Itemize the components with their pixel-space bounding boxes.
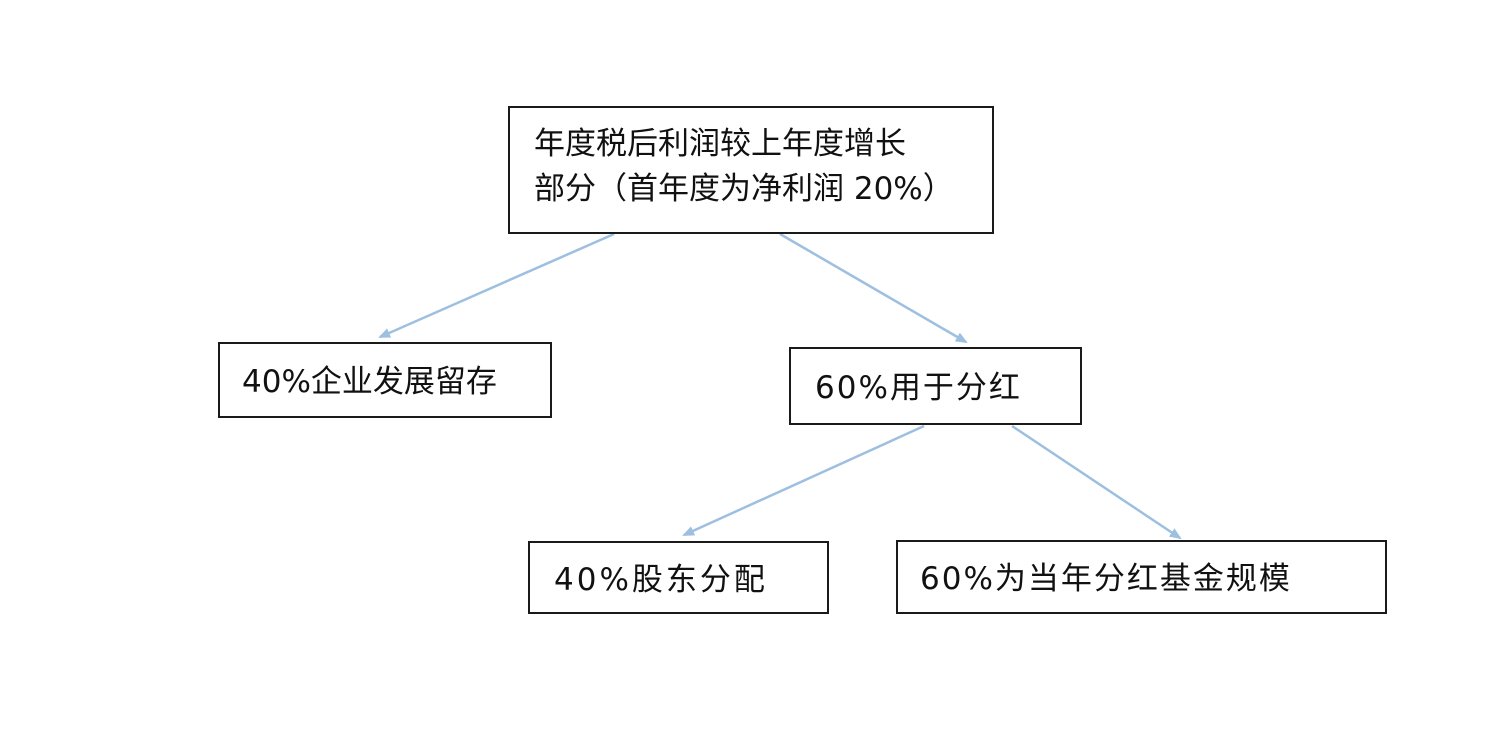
edge-root-to-retain (378, 232, 615, 339)
edge-dividend-to-shareholder (682, 424, 925, 537)
node-root-line1: 年度税后利润较上年度增长 (534, 126, 906, 162)
node-root-line2: 部分（首年度为净利润 20%） (534, 170, 954, 207)
edge-root-to-dividend (779, 232, 968, 344)
node-shareholder-label: 40%股东分配 (554, 562, 768, 598)
node-dividend-use: 60%用于分红 (789, 347, 1082, 425)
node-shareholder-distribution: 40%股东分配 (528, 541, 829, 614)
node-retain-label: 40%企业发展留存 (242, 364, 497, 400)
node-dividend-fund-size: 60%为当年分红基金规模 (896, 540, 1387, 614)
edge-dividend-to-fund (1011, 424, 1182, 540)
node-dividend-label: 60%用于分红 (815, 370, 1022, 406)
node-fund-label: 60%为当年分红基金规模 (920, 561, 1292, 597)
node-annual-profit-growth: 年度税后利润较上年度增长 部分（首年度为净利润 20%） (508, 106, 994, 234)
node-enterprise-retention: 40%企业发展留存 (218, 342, 552, 418)
